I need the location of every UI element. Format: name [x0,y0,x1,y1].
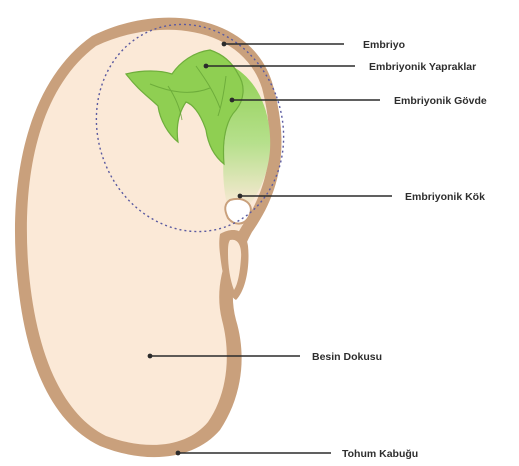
label-embryo: Embriyo [363,39,405,51]
label-seed-coat: Tohum Kabuğu [342,448,418,460]
pointer-dot-embryonic-stem [230,98,235,103]
pointer-dot-embryonic-leaves [204,64,209,69]
embryonic-root [225,199,251,224]
label-food-tissue: Besin Dokusu [312,351,382,363]
pointer-dot-embryonic-root [238,194,243,199]
pointer-dot-food-tissue [148,354,153,359]
label-embryonic-stem: Embriyonik Gövde [394,95,487,107]
label-embryonic-leaves: Embriyonik Yapraklar [369,61,476,73]
pointer-dot-seed-coat [176,451,181,456]
label-embryonic-root: Embriyonik Kök [405,191,485,203]
pointer-dot-embryo [222,42,227,47]
